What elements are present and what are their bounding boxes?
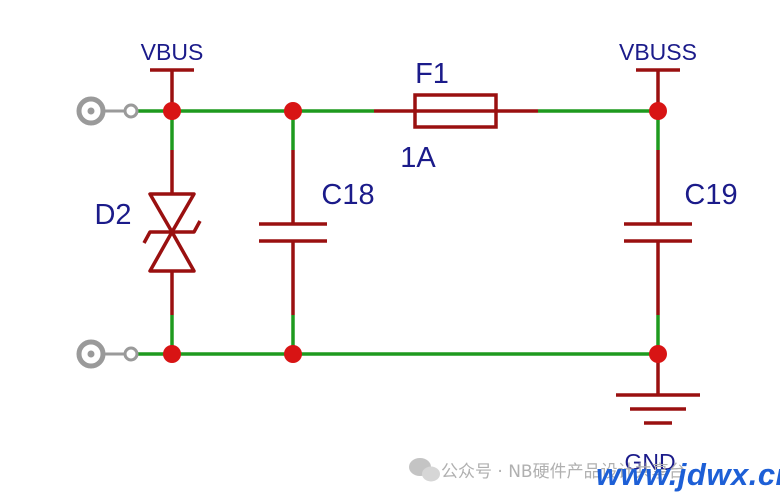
junction-dot [163,102,181,120]
junction-dot [284,102,302,120]
ref-label-d2: D2 [94,199,131,231]
junction-dot [649,102,667,120]
capacitor-c19[interactable] [624,150,692,315]
ref-label-f1: F1 [415,58,449,90]
ground-symbol[interactable] [616,354,700,425]
watermark-account-text: 公众号 · NB硬件产品设计共享台 [441,462,686,482]
wires [131,109,660,356]
ref-label-c18: C18 [321,179,374,211]
tvs-diode-d2[interactable] [142,150,202,315]
connector-pin-bottom[interactable] [76,339,139,369]
fuse-f1[interactable] [374,93,538,129]
junction-dot [649,345,667,363]
watermark-site: www.jdwx.cn [596,457,780,492]
net-label-gnd: GND [624,449,675,475]
junction-dot [284,345,302,363]
capacitor-c18[interactable] [259,150,327,315]
value-label-1a: 1A [400,142,436,174]
net-label-vbus: VBUS [141,39,204,65]
ref-label-c19: C19 [684,179,737,211]
connector-pin-top[interactable] [76,96,139,126]
net-label-vbuss: VBUSS [619,39,697,65]
wechat-icon [409,458,440,482]
junctions [163,102,667,363]
junction-dot [163,345,181,363]
